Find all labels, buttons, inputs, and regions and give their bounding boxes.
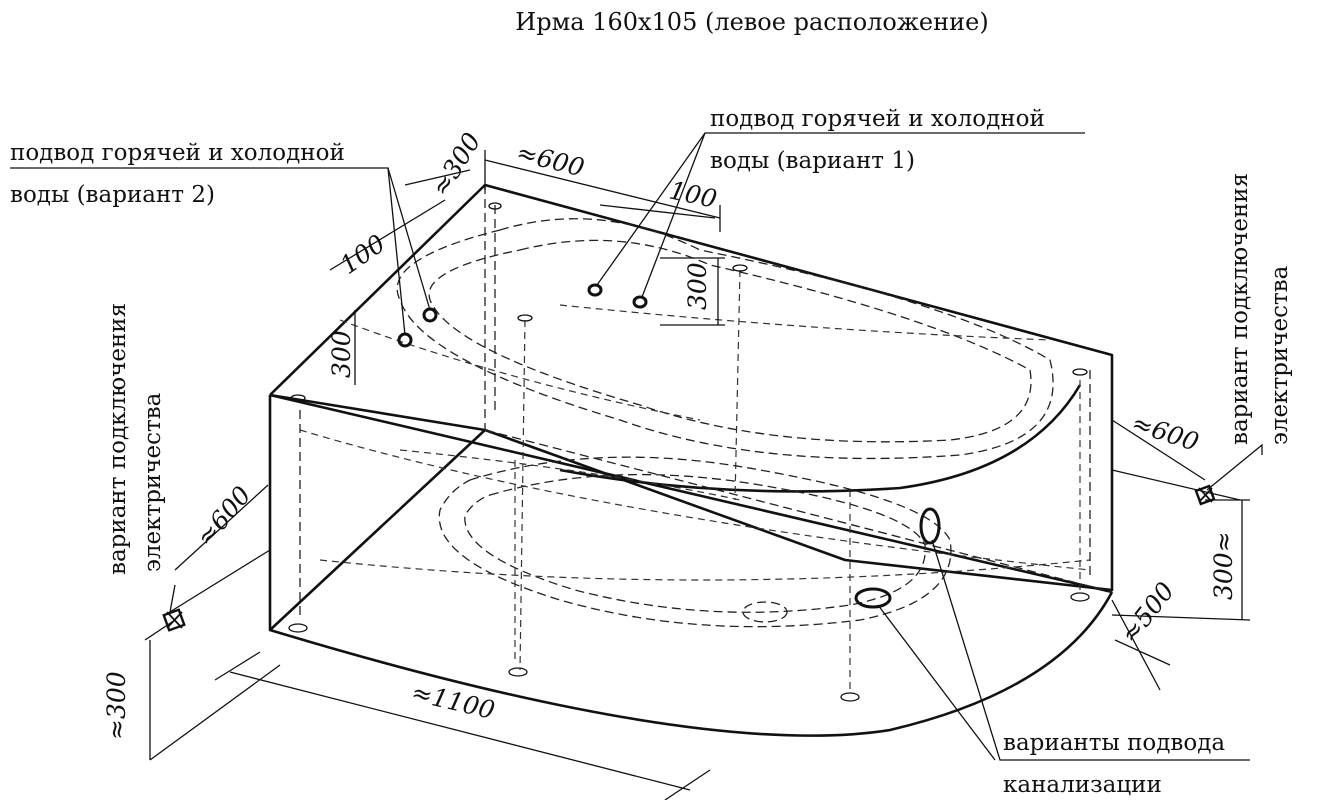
label-elec-right-line1: вариант подключения bbox=[1227, 173, 1253, 445]
water-inlet-v1-b bbox=[632, 295, 648, 309]
diagram-title: Ирма 160x105 (левое расположение) bbox=[515, 8, 988, 36]
hidden-lines bbox=[299, 185, 1113, 690]
label-water-v1-line2: воды (вариант 1) bbox=[710, 148, 915, 174]
dim-bottom-1100: ≈1100 bbox=[409, 678, 498, 725]
dim-left-600: ≈600 bbox=[190, 481, 256, 552]
dim-right-500: ≈500 bbox=[1115, 577, 1180, 649]
dim-100-left: 100 bbox=[335, 229, 391, 280]
label-drain-line2: канализации bbox=[1003, 772, 1162, 798]
electrical-boxes bbox=[162, 484, 1216, 632]
dim-300-right: 300 bbox=[683, 262, 712, 310]
dim-top-300: ≈300 bbox=[425, 128, 486, 202]
label-elec-left-line2: электричества bbox=[140, 392, 166, 572]
leader-lines bbox=[10, 132, 1263, 761]
dim-left-300: ≈300 bbox=[102, 671, 131, 740]
label-water-v2-line2: воды (вариант 2) bbox=[10, 182, 215, 208]
dim-100-right: 100 bbox=[667, 176, 720, 214]
label-drain-line1: варианты подвода bbox=[1003, 730, 1225, 756]
water-inlet-v2-b bbox=[397, 332, 413, 348]
label-water-v1-line1: подвод горячей и холодной bbox=[710, 106, 1045, 132]
label-elec-left-line1: вариант подключения bbox=[105, 303, 131, 575]
electric-box-right-icon bbox=[1194, 484, 1216, 506]
water-inlet-v1-a bbox=[587, 283, 603, 297]
drain-variant-side bbox=[919, 507, 941, 545]
label-elec-right-line2: электричества bbox=[1267, 265, 1293, 445]
dim-right-300: 300≈ bbox=[1209, 531, 1238, 600]
label-water-v2-line1: подвод горячей и холодной bbox=[10, 140, 345, 166]
support-legs bbox=[288, 202, 1090, 702]
dimension-lines bbox=[144, 150, 1251, 800]
drain-variants bbox=[854, 507, 941, 609]
drain-variant-bottom bbox=[854, 587, 892, 609]
water-inlet-v2-a bbox=[422, 307, 438, 323]
dim-right-600: ≈600 bbox=[1128, 408, 1202, 457]
labels: подвод горячей и холодной воды (вариант … bbox=[10, 106, 1293, 798]
dim-300-left: 300 bbox=[327, 330, 356, 378]
